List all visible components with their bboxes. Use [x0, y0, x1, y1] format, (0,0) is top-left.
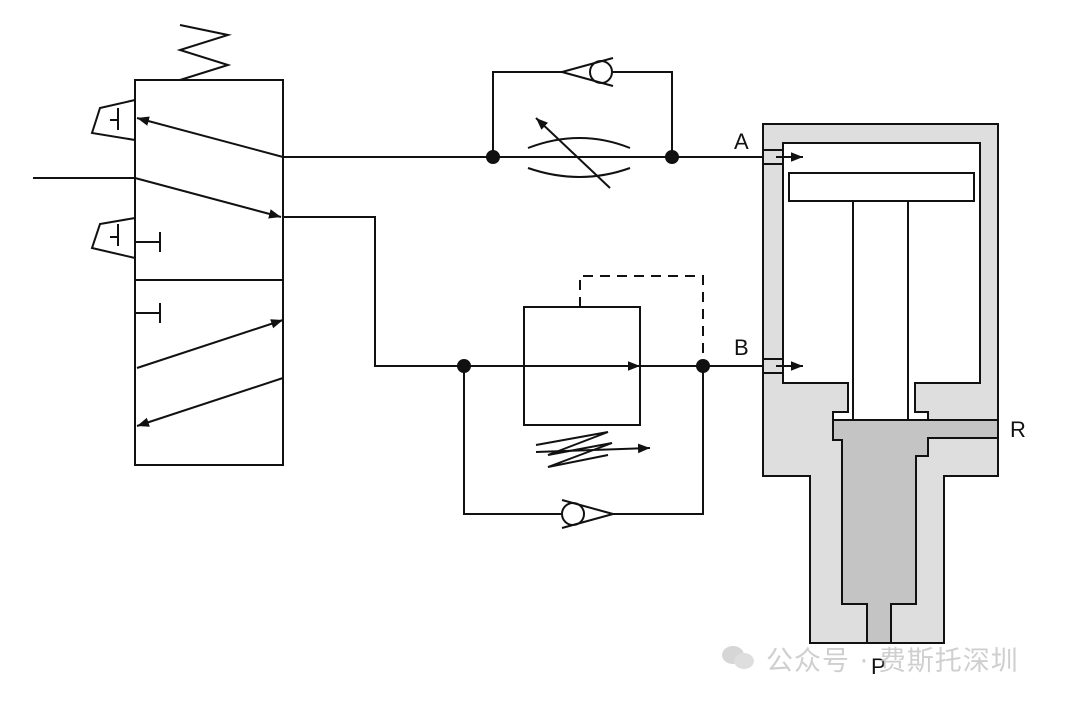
junction-a-right	[665, 150, 679, 164]
port-label-a: A	[734, 129, 749, 154]
valve-body-bottom	[134, 279, 284, 466]
pilot-actuator-upper	[90, 99, 136, 141]
flow-arrow-2	[134, 177, 282, 219]
exhaust-block-top	[135, 232, 161, 252]
watermark-text: 公众号 · 费斯托深圳	[766, 645, 1019, 677]
check-valve-a	[561, 57, 614, 87]
return-spring	[176, 24, 232, 81]
port-label-p: P	[871, 654, 886, 679]
adjustable-spring	[535, 431, 613, 468]
junction-b-right	[696, 359, 710, 373]
port-a-fitting	[763, 149, 803, 165]
piston-rod	[852, 200, 909, 421]
intensifier-cylinder	[762, 123, 999, 644]
port-b-fitting	[763, 358, 803, 374]
flow-arrow-1	[136, 116, 284, 158]
junction-b-left	[457, 359, 471, 373]
check-valve-b	[561, 499, 614, 529]
check-bypass-a	[492, 71, 673, 157]
port-label-b: B	[734, 335, 749, 360]
watermark: 公众号 · 费斯托深圳	[722, 638, 1019, 678]
piston-chamber	[832, 411, 999, 644]
port-label-r: R	[1010, 417, 1026, 442]
line-b-circuit	[283, 216, 763, 529]
throttle-valve-a	[527, 117, 631, 189]
flow-arrow-4	[136, 377, 284, 427]
exhaust-block-bottom	[135, 303, 161, 323]
line-a-circuit	[283, 57, 763, 189]
valve-body-top	[134, 79, 284, 281]
check-bypass-b	[463, 366, 704, 515]
spring-adjust-arrow	[535, 443, 651, 454]
piston-head	[788, 172, 975, 202]
pilot-line-dashed	[579, 275, 704, 366]
junction-a-left	[486, 150, 500, 164]
directional-valve	[33, 24, 284, 466]
wechat-icon	[722, 643, 756, 673]
flow-arrow-3	[136, 319, 284, 369]
pilot-actuator-lower	[90, 217, 136, 259]
